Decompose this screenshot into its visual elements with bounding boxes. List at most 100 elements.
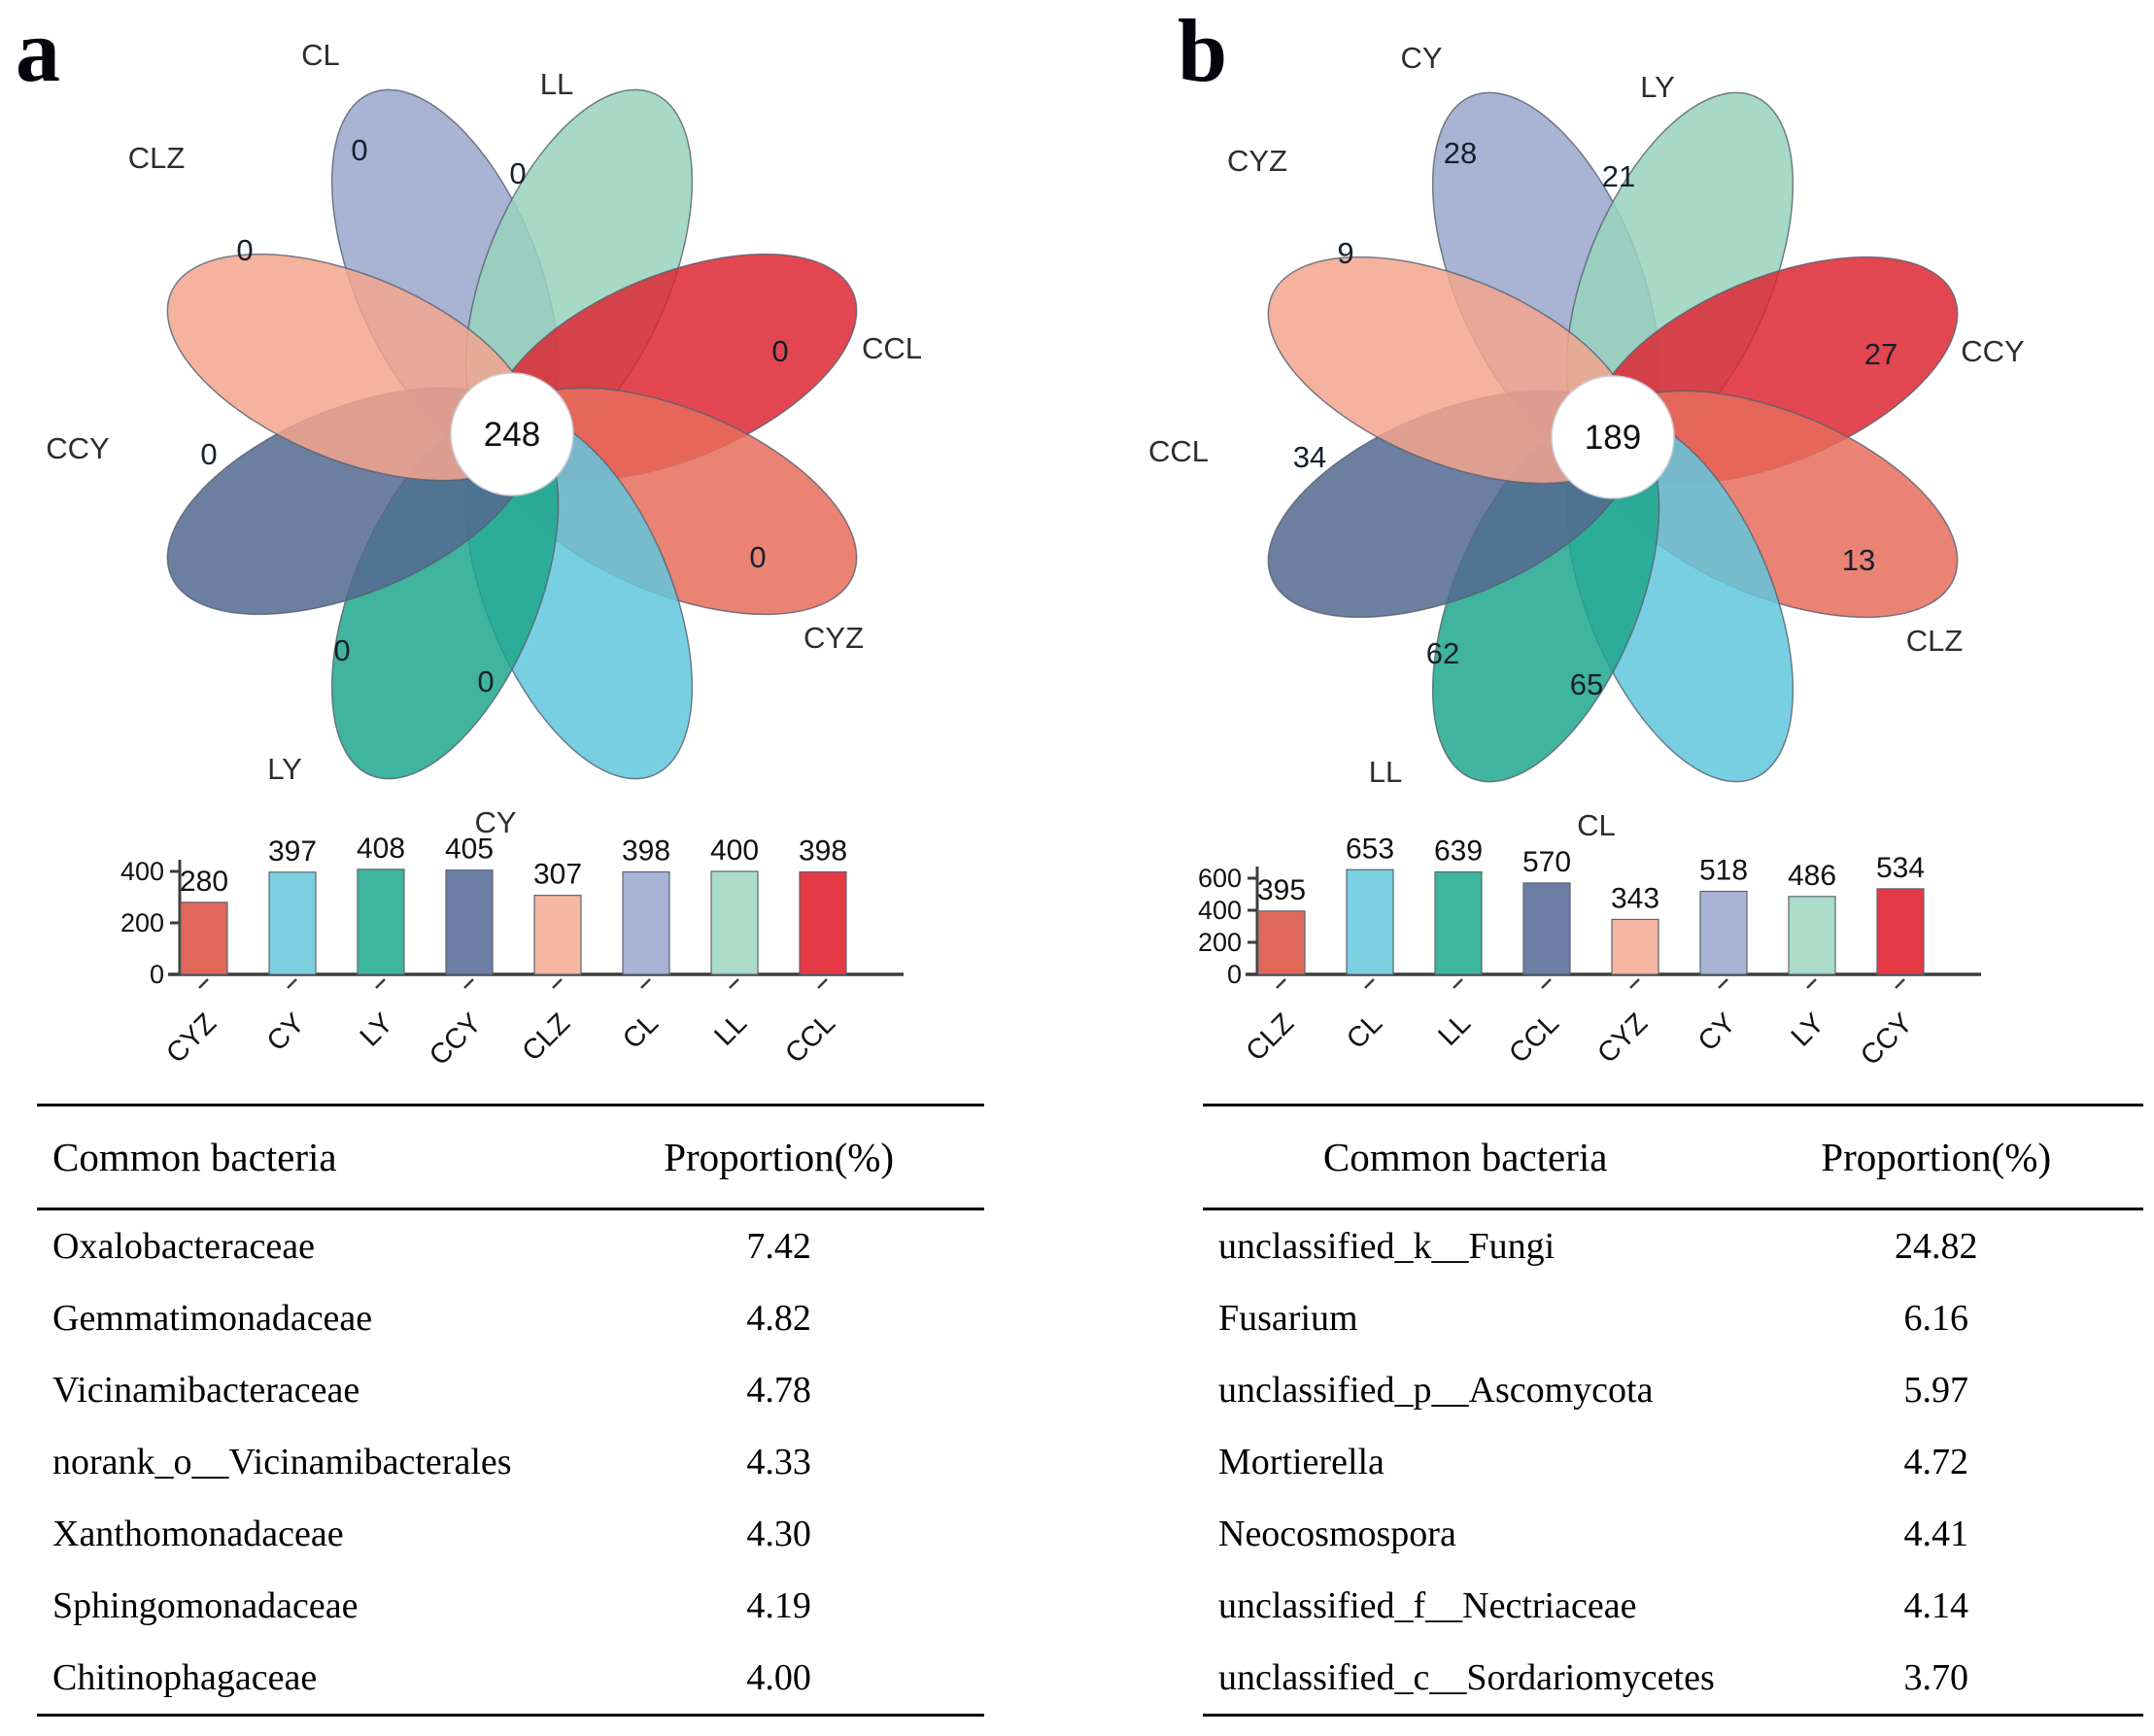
- taxon-name-cell: Oxalobacteraceae: [52, 1226, 316, 1267]
- table-b-col1-header: Common bacteria: [1203, 1105, 1729, 1210]
- bar-CY: [1699, 890, 1748, 975]
- center-circle: [450, 372, 574, 496]
- petal-count-CLZ: 13: [1842, 543, 1875, 577]
- taxon-name-cell: Gemmatimonadaceae: [52, 1298, 373, 1339]
- bar-value-CLZ: 307: [533, 859, 582, 891]
- taxon-name-cell: unclassified_f__Nectriaceae: [1218, 1585, 1637, 1626]
- bar-value-LL: 400: [710, 834, 759, 867]
- taxon-name-cell: unclassified_c__Sordariomycetes: [1218, 1657, 1715, 1698]
- bar-value-CCL: 570: [1522, 846, 1571, 878]
- x-tick: [1718, 978, 1728, 989]
- proportion-cell: 5.97: [1903, 1370, 1968, 1411]
- bar-CCY: [1876, 888, 1925, 975]
- proportion-cell: 24.82: [1894, 1226, 1978, 1267]
- bar-LY: [357, 868, 405, 975]
- petal-label-CL: CL: [301, 38, 340, 72]
- proportion-cell: 3.70: [1903, 1657, 1968, 1698]
- center-circle: [1551, 375, 1675, 499]
- panel-b-letter: b: [1178, 1, 1228, 100]
- petal-label-LY: LY: [267, 752, 302, 786]
- bar-LL: [1434, 870, 1483, 975]
- petal-label-CCL: CCL: [862, 331, 922, 365]
- bar-value-CCY: 405: [445, 834, 494, 866]
- bar-value-CCL: 398: [799, 835, 847, 868]
- bar-value-CYZ: 280: [180, 866, 228, 898]
- x-tick: [1453, 978, 1463, 989]
- bar-value-CY: 397: [268, 835, 317, 868]
- bar-category-label-LY: LY: [355, 1007, 399, 1052]
- bar-CLZ: [1257, 910, 1306, 975]
- taxon-name-cell: Vicinamibacteraceae: [52, 1370, 360, 1411]
- petal-count-LL: 0: [509, 156, 526, 190]
- petal-label-CCY: CCY: [46, 431, 109, 465]
- bar-CYZ: [180, 902, 228, 975]
- bar-CL: [622, 870, 670, 975]
- petal-count-CCY: 27: [1864, 337, 1898, 371]
- bar-value-LL: 639: [1434, 835, 1483, 868]
- proportion-cell: 4.78: [746, 1370, 811, 1411]
- bar-category-label-LL: LL: [1433, 1007, 1477, 1051]
- proportion-cell: 4.72: [1903, 1442, 1968, 1482]
- proportion-cell: 6.16: [1903, 1298, 1968, 1339]
- bar-value-CCY: 534: [1876, 852, 1925, 884]
- y-tick-label: 600: [1198, 864, 1242, 893]
- bar-CCL: [1522, 882, 1571, 975]
- x-tick: [817, 978, 828, 989]
- panel-a-letter: a: [16, 1, 60, 100]
- proportion-cell: 4.82: [746, 1298, 811, 1339]
- center-shared-count: 189: [1585, 419, 1641, 457]
- table-row: unclassified_c__Sordariomycetes 3.70: [1203, 1642, 2143, 1716]
- bar-CLZ: [533, 895, 582, 975]
- petal-count-CCL: 0: [771, 334, 788, 368]
- taxon-name-cell: Neocosmospora: [1218, 1514, 1456, 1554]
- bar-category-label-CCL: CCL: [779, 1007, 841, 1070]
- x-tick: [375, 978, 386, 989]
- taxon-name-cell: norank_o__Vicinamibacterales: [52, 1442, 512, 1482]
- table-row: Vicinamibacteraceae 4.78: [37, 1354, 984, 1426]
- x-tick: [1276, 978, 1286, 989]
- bar-value-LY: 486: [1788, 860, 1836, 892]
- bar-CY: [268, 871, 317, 975]
- bar-LY: [1788, 896, 1836, 975]
- bar-CCY: [445, 869, 494, 975]
- petal-count-LY: 0: [333, 633, 350, 667]
- x-tick: [1629, 978, 1640, 989]
- petal-label-CLZ: CLZ: [128, 141, 186, 175]
- bar-value-LY: 408: [357, 833, 405, 865]
- bar-value-CL: 398: [622, 835, 670, 868]
- y-tick-label: 400: [1198, 896, 1242, 925]
- taxon-name-cell: Sphingomonadaceae: [52, 1585, 359, 1626]
- bar-category-label-LY: LY: [1786, 1007, 1830, 1052]
- table-a-col2-header: Proportion(%): [573, 1105, 984, 1210]
- table-row: unclassified_k__Fungi 24.82: [1203, 1209, 2143, 1283]
- taxon-name-cell: Fusarium: [1218, 1298, 1358, 1339]
- x-tick: [640, 978, 651, 989]
- petal-label-CCY: CCY: [1961, 334, 2024, 368]
- proportion-cell: 4.41: [1903, 1514, 1968, 1554]
- petal-label-LY: LY: [1640, 70, 1675, 104]
- taxon-name-cell: unclassified_k__Fungi: [1218, 1226, 1556, 1267]
- petal-count-CCL: 34: [1293, 440, 1326, 474]
- petal-count-LL: 62: [1426, 636, 1459, 670]
- bar-category-label-CCL: CCL: [1503, 1007, 1565, 1070]
- x-tick: [1806, 978, 1817, 989]
- bar-value-CLZ: 395: [1257, 874, 1306, 906]
- taxon-name-cell: Chitinophagaceae: [52, 1657, 318, 1698]
- y-tick-label: 200: [120, 908, 164, 937]
- petal-label-LL: LL: [1369, 755, 1402, 789]
- petal-count-LY: 21: [1602, 159, 1635, 193]
- petal-label-CCL: CCL: [1148, 434, 1209, 468]
- x-tick: [287, 978, 297, 989]
- petal-count-CL: 0: [351, 133, 367, 167]
- y-tick-label: 400: [120, 857, 164, 886]
- bar-category-label-CYZ: CYZ: [1591, 1007, 1654, 1070]
- y-tick-label: 0: [1227, 960, 1242, 989]
